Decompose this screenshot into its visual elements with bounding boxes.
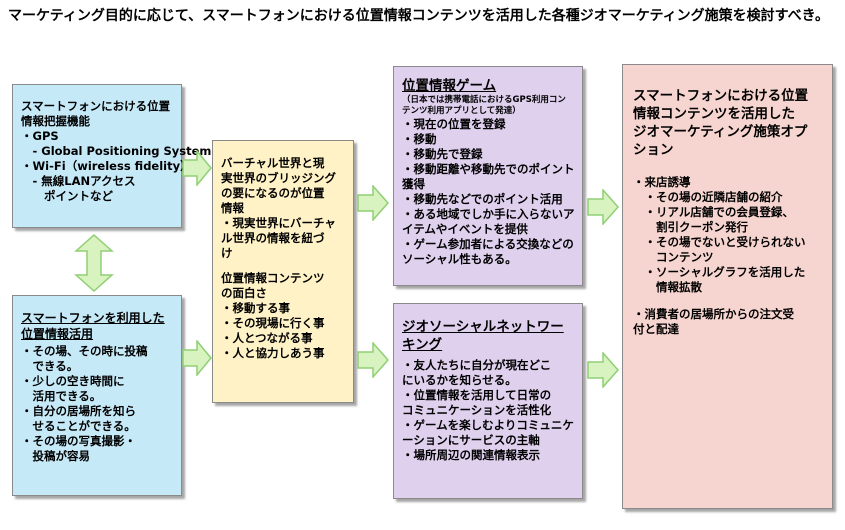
location-game-note: （日本では携帯電話におけるGPS利用コンテンツ利用アプリとして発達） (402, 95, 574, 117)
text-line: 実世界のブリッジング (221, 171, 336, 185)
text-line: ・その場でないと受けられない (633, 235, 806, 249)
options-box: スマートフォンにおける位置情報コンテンツを活用したジオマーケティング施策オプショ… (622, 64, 833, 509)
options-heading: スマートフォンにおける位置情報コンテンツを活用したジオマーケティング施策オプショ… (633, 87, 822, 159)
text-line: ・ゲームを楽しむよりコミュニケ (402, 418, 574, 432)
text-line: （日本では携帯電話におけるGPS利用コン (402, 95, 566, 105)
text-line: ジオソーシャルネットワー (402, 319, 564, 335)
geosocial-heading: ジオソーシャルネットワーキング (402, 318, 574, 354)
text-line: イテムやイベントを提供 (402, 222, 528, 236)
text-line: ーションにサービスの主軸 (402, 433, 540, 447)
text-line: ・移動 (402, 132, 437, 146)
text-line: スマートフォンにおける位置 (21, 99, 171, 113)
text-line: 位置情報コンテンツ (221, 271, 325, 285)
text-line: ・人とつながる事 (221, 331, 313, 345)
bridge-lines-b: 位置情報コンテンツの面白さ・移動する事・その現場に行く事・人とつながる事・人と協… (221, 271, 345, 361)
text-line: ・その場、その時に投稿 (21, 344, 148, 358)
text-line: ・その場の写真撮影・ (21, 434, 136, 448)
text-line: バーチャル世界と現 (221, 156, 325, 170)
text-line: 付と配達 (633, 322, 679, 336)
usage-box: スマートフォンを利用した位置情報活用 ・その場、その時に投稿 できる。・少しの空… (12, 295, 182, 496)
text-line: ジオマーケティング施策オプ (633, 124, 808, 140)
text-line: の面白さ (221, 286, 267, 300)
text-line: ソーシャル性もある。 (402, 252, 517, 266)
text-line: ・その現場に行く事 (221, 316, 325, 330)
location-game-lines: ・現在の位置を登録・移動・移動先で登録・移動距離や移動先でのポイント獲得・移動先… (402, 117, 575, 267)
location-game-box: 位置情報ゲーム （日本では携帯電話におけるGPS利用コンテンツ利用アプリとして発… (393, 66, 583, 286)
text-line: ・移動する事 (221, 301, 290, 315)
text-line: 情報把握機能 (21, 114, 90, 128)
text-line: 割引クーポン発行 (633, 220, 748, 234)
capability-lines: スマートフォンにおける位置情報把握機能・GPS - Global Positio… (21, 99, 212, 204)
text-line: ・来店誘導 (633, 175, 691, 189)
text-line: ・移動距離や移動先でのポイント (402, 162, 575, 176)
text-line: 情報 (221, 201, 244, 215)
right-arrow-icon (357, 185, 389, 221)
text-line: ・消費者の居場所からの注文受 (633, 307, 794, 321)
text-line: - 無線LANアクセス (21, 174, 136, 188)
location-game-heading: 位置情報ゲーム (402, 78, 497, 94)
text-line: にいるかを知らせる。 (402, 373, 517, 387)
options-lines-a: ・来店誘導 ・その場の近隣店舗の紹介 ・リアル店舗での会員登録、 割引クーポン発… (633, 175, 822, 295)
text-line: 活用できる。 (21, 389, 102, 403)
text-line: ・場所周辺の関連情報表示 (402, 448, 540, 462)
text-line: の要になるのが位置 (221, 186, 325, 200)
right-arrow-icon (587, 352, 619, 388)
text-line: ・移動先などでのポイント活用 (402, 192, 563, 206)
text-line: ・現実世界にバーチャ (221, 216, 336, 230)
bridge-box: バーチャル世界と現実世界のブリッジングの要になるのが位置情報・現実世界にバーチャ… (212, 140, 354, 403)
text-line: ・移動先で登録 (402, 147, 483, 161)
text-line: け (221, 246, 233, 260)
text-line: スマートフォンを利用した (21, 311, 165, 325)
options-lines-b: ・消費者の居場所からの注文受付と配達 (633, 307, 822, 337)
text-line: 獲得 (402, 177, 425, 191)
text-line: ・リアル店舗での会員登録、 (633, 205, 794, 219)
capability-box: スマートフォンにおける位置情報把握機能・GPS - Global Positio… (12, 84, 212, 228)
text-line: ・位置情報を活用して日常の (402, 388, 552, 402)
text-line: できる。 (21, 359, 79, 373)
text-line: キング (402, 337, 443, 353)
right-arrow-icon (182, 340, 212, 376)
text-line: ・ソーシャルグラフを活用した (633, 265, 806, 279)
text-line: ポイントなど (21, 189, 113, 203)
text-line: コンテンツ (633, 250, 714, 264)
page-title: マーケティング目的に応じて、スマートフォンにおける位置情報コンテンツを活用した各… (8, 8, 829, 24)
text-line: ・現在の位置を登録 (402, 117, 506, 131)
text-line: テンツ利用アプリとして発達） (402, 106, 521, 116)
text-line: コミュニケーションを活性化 (402, 403, 552, 417)
text-line: ・自分の居場所を知ら (21, 404, 136, 418)
geosocial-lines: ・友人たちに自分が現在どこにいるかを知らせる。・位置情報を活用して日常のコミュニ… (402, 358, 574, 463)
text-line: ・人と協力しあう事 (221, 346, 325, 360)
text-line: 情報拡散 (633, 280, 702, 294)
text-line: 情報コンテンツを活用した (633, 106, 795, 122)
bridge-lines-a: バーチャル世界と現実世界のブリッジングの要になるのが位置情報・現実世界にバーチャ… (221, 156, 345, 261)
geosocial-box: ジオソーシャルネットワーキング ・友人たちに自分が現在どこにいるかを知らせる。・… (393, 303, 583, 499)
text-line: 位置情報活用 (21, 327, 94, 341)
right-arrow-icon (587, 189, 619, 225)
text-line: ・ある地域でしか手に入らないア (402, 207, 575, 221)
usage-heading: スマートフォンを利用した位置情報活用 (21, 310, 173, 342)
text-line: 投稿が容易 (21, 449, 90, 463)
text-line: ・ゲーム参加者による交換などの (402, 237, 574, 251)
text-line: ・少しの空き時間に (21, 374, 125, 388)
usage-lines: ・その場、その時に投稿 できる。・少しの空き時間に 活用できる。・自分の居場所を… (21, 344, 173, 464)
double-arrow-icon (74, 234, 114, 292)
text-line: ・GPS (21, 129, 59, 143)
right-arrow-icon (357, 342, 389, 378)
text-line: ・その場の近隣店舗の紹介 (633, 190, 783, 204)
text-line: ・Wi-Fi（wireless fidelity） (21, 159, 192, 173)
text-line: ル世界の情報を紐づ (221, 231, 325, 245)
text-line: - Global Positioning System (21, 144, 212, 158)
text-line: ション (633, 142, 674, 158)
text-line: せることができる。 (21, 419, 136, 433)
right-arrow-icon (182, 150, 212, 186)
text-line: ・友人たちに自分が現在どこ (402, 358, 552, 372)
text-line: スマートフォンにおける位置 (633, 88, 809, 104)
